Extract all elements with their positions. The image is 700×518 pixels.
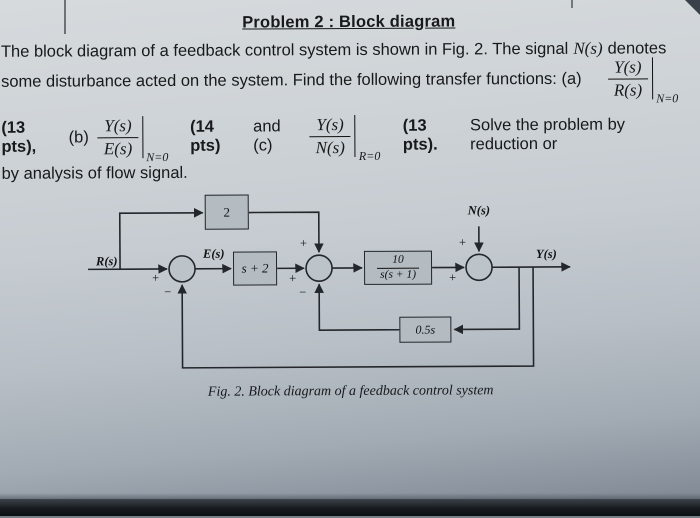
paragraph-line-4: by analysis of flow signal. xyxy=(2,161,698,184)
solve-text: Solve the problem by reduction or xyxy=(470,115,697,154)
sum2-minus-bottom-sign: − xyxy=(299,286,306,299)
signal-n-inline: N(s) xyxy=(573,39,602,59)
part-c-label: and (c) xyxy=(253,117,301,155)
signal-label-n: N(s) xyxy=(468,203,490,218)
points-a-label: (13 pts), xyxy=(1,119,59,157)
block-diagram: 2 s + 2 10 s(s + 1) 0.5s R(s) E(s) N(s) … xyxy=(0,183,700,417)
condition-a: N=0 xyxy=(656,91,678,106)
wire-gain-to-sum2 xyxy=(249,212,319,252)
corner-shadow xyxy=(685,0,700,15)
sum2-plus-left-sign: + xyxy=(289,272,296,285)
signal-label-y: Y(s) xyxy=(536,247,557,262)
fraction-a-denominator: R(s) xyxy=(608,78,648,100)
fraction-b-stack: Y(s) E(s) xyxy=(98,116,139,158)
summing-junction-2 xyxy=(306,255,332,281)
fraction-a-numerator: Y(s) xyxy=(608,57,648,78)
evaluation-bar-b: N=0 xyxy=(142,116,143,158)
fraction-c-stack: Y(s) N(s) xyxy=(309,115,351,157)
sum3-plus-top-sign: + xyxy=(459,236,466,249)
paragraph-line-3: (13 pts), (b) Y(s) E(s) N=0 (14 pts) and… xyxy=(1,113,697,159)
condition-c: R=0 xyxy=(359,149,381,164)
fraction-c-denominator: N(s) xyxy=(310,136,351,158)
signal-label-e: E(s) xyxy=(203,247,225,262)
sum1-minus-sign: − xyxy=(164,286,171,299)
points-c-label: (13 pts). xyxy=(403,116,461,154)
plant-numerator: 10 xyxy=(392,254,404,267)
fraction-a-stack: Y(s) R(s) xyxy=(608,57,649,99)
summing-junction-1 xyxy=(169,256,195,282)
page-edge-mark-top xyxy=(571,0,573,8)
line2-text: some disturbance acted on the system. Fi… xyxy=(1,69,582,91)
plant-denominator: s(s + 1) xyxy=(377,267,419,281)
line1-text-end: denotes xyxy=(608,39,667,58)
sum3-plus-left-sign: + xyxy=(449,271,456,284)
paragraph-line-2: some disturbance acted on the system. Fi… xyxy=(1,57,697,103)
problem-title: Problem 2 : Block diagram xyxy=(0,11,699,34)
fraction-b-denominator: E(s) xyxy=(98,137,138,159)
plant-block: 10 s(s + 1) xyxy=(364,251,432,285)
fraction-b-numerator: Y(s) xyxy=(98,116,138,137)
desk-surface xyxy=(0,499,700,516)
sum2-plus-top-sign: + xyxy=(300,237,307,250)
points-b-label: (14 pts) xyxy=(190,118,244,156)
evaluation-bar-c: R=0 xyxy=(355,115,356,157)
wire-feedback-to-sum2 xyxy=(319,284,399,330)
summing-junction-3 xyxy=(466,254,492,280)
plant-transfer-function: 10 s(s + 1) xyxy=(377,254,419,282)
transfer-function-a: Y(s) R(s) N=0 xyxy=(608,57,654,99)
transfer-function-c: Y(s) N(s) R=0 xyxy=(309,115,356,157)
signal-label-r: R(s) xyxy=(96,254,118,269)
controller-block: s + 2 xyxy=(233,251,277,285)
gain-block: 2 xyxy=(205,195,249,230)
fraction-c-numerator: Y(s) xyxy=(310,115,350,136)
condition-b: N=0 xyxy=(146,150,168,165)
page-edge-mark-left xyxy=(64,0,66,34)
sum1-plus-sign: + xyxy=(152,272,159,285)
feedback-block: 0.5s xyxy=(399,316,451,342)
evaluation-bar-a: N=0 xyxy=(652,57,653,99)
transfer-function-b: Y(s) E(s) N=0 xyxy=(98,116,144,158)
part-b-label: (b) xyxy=(69,128,89,147)
